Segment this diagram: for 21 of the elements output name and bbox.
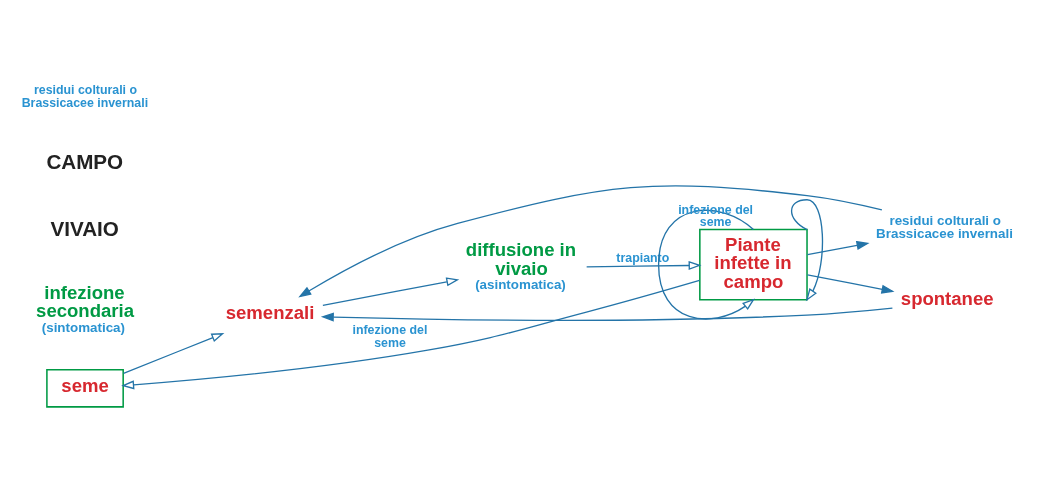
- node-text: residui colturali o Brassicacee invernali: [876, 212, 1013, 242]
- arrow: [322, 277, 460, 306]
- node-text: infezione secondaria (sintomatica): [36, 281, 135, 335]
- edge-label: infezione del seme: [352, 323, 428, 350]
- arrow: [586, 260, 702, 271]
- label: residui colturali o Brassicacee invernali: [21, 83, 149, 110]
- node-box: seme: [46, 369, 124, 408]
- label: CAMPO: [46, 149, 124, 173]
- arrow: [790, 199, 824, 302]
- arrow: [122, 333, 225, 374]
- node-text: spontanee: [900, 288, 994, 310]
- node-box: Piante infette in campo: [699, 228, 808, 301]
- node-text: semenzali: [225, 301, 315, 323]
- arrow: [806, 240, 870, 256]
- arrow: [121, 279, 701, 390]
- arrow: [806, 274, 895, 294]
- label: VIVAIO: [50, 216, 119, 240]
- node-text: diffusione in vivaio (asintomatica): [465, 239, 577, 293]
- arrow: [320, 307, 894, 322]
- arrow: [657, 209, 755, 320]
- arrow: [298, 185, 883, 298]
